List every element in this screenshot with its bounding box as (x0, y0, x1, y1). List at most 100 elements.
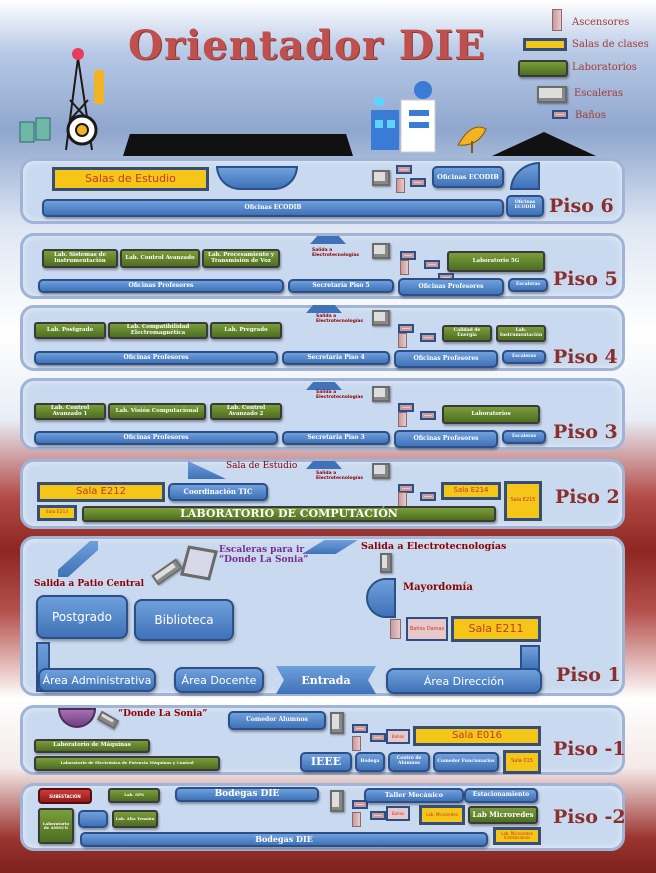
oficinas-profesores[interactable]: Oficinas Profesores (38, 279, 284, 293)
legend-banos: Baños (575, 110, 606, 121)
bodega[interactable]: Bodega (355, 752, 385, 772)
centro-alumnos[interactable]: Centro de Alumnos (388, 752, 430, 772)
bathroom-icon (420, 411, 436, 420)
escaleras-block[interactable]: Escaleras (502, 430, 546, 444)
lab-microredes-small[interactable]: Lab. Microredes (419, 805, 465, 825)
lab-compatibilidad-electromagnetica[interactable]: Lab. Compatibilidad Electromagnética (108, 322, 208, 339)
stairs-icon (380, 553, 392, 573)
sala-e215[interactable]: Sala E215 (504, 481, 542, 521)
oficinas-profesores[interactable]: Oficinas Profesores (34, 431, 278, 445)
oficinas-ecodib[interactable]: Oficinas ECODIB (42, 199, 504, 217)
sala-015[interactable]: Sala 015 (503, 750, 541, 774)
bathroom-icon (424, 260, 440, 269)
coordinacion-tic[interactable]: Coordinación TIC (168, 483, 268, 501)
lab-amsun[interactable]: Laboratorio de AMSUN (38, 808, 74, 844)
subestacion[interactable]: SUBESTACIÓN (38, 788, 92, 804)
bathroom-icon (396, 165, 412, 174)
stairs-icon (330, 712, 344, 734)
comedor-funcionarios[interactable]: Comedor Funcionarios (433, 752, 499, 772)
area-docente[interactable]: Área Docente (174, 667, 264, 693)
floor-label: Piso 2 (555, 486, 620, 508)
salas-estudio[interactable]: Salas de Estudio (52, 167, 209, 191)
oficinas-profesores[interactable]: Oficinas Profesores (34, 351, 278, 365)
laboratorio-5g[interactable]: Laboratorio 5G (447, 251, 545, 272)
lab-microredes[interactable]: Lab Microredes (468, 806, 538, 824)
escaleras-donde-la-sonia: Escaleras para ir “Donde La Sonia” (219, 545, 309, 566)
sala-e212[interactable]: Sala E212 (37, 482, 165, 502)
floor-label: Piso 3 (553, 421, 618, 443)
oficinas-ecodib-small[interactable]: Oficinas ECODIB (506, 195, 544, 217)
postgrado[interactable]: Postgrado (36, 595, 128, 639)
escaleras-block[interactable]: Escaleras (502, 350, 546, 364)
lab-calidad-energia[interactable]: Calidad de Energía (442, 325, 492, 342)
page-title: Orientador DIE (128, 22, 486, 69)
bathroom-icon (352, 800, 368, 809)
bodegas-die-top[interactable]: Bodegas DIE (175, 787, 319, 802)
lab-control-avanzado-1[interactable]: Lab. Control Avanzado 1 (34, 403, 106, 420)
sala-e213[interactable]: Sala E213 (37, 505, 77, 521)
legend-labs: Laboratorios (572, 62, 637, 73)
exit-shape (310, 236, 346, 244)
lab-alta-tension[interactable]: Lab. Alta Tensión (112, 810, 158, 828)
lab-instrumentacion[interactable]: Lab. Instrumentación (496, 325, 546, 342)
laboratorio-computacion[interactable]: LABORATORIO DE COMPUTACIÓN (82, 506, 496, 522)
laboratorio-maquinas[interactable]: Laboratorio de Máquinas (34, 739, 150, 753)
room-block[interactable] (78, 810, 108, 828)
floor-label: Piso -2 (553, 806, 626, 828)
lab-pregrado[interactable]: Lab. Pregrado (210, 322, 282, 339)
stairs-icon (330, 790, 344, 812)
secretaria-piso-3[interactable]: Secretaría Piso 3 (282, 431, 390, 445)
lab-vision-computacional[interactable]: Lab. Visión Computacional (108, 403, 206, 420)
banos[interactable]: Baños (386, 806, 410, 821)
lab-electronica-potencia[interactable]: Laboratorio de Electrónica de Potencia M… (34, 756, 220, 771)
comedor-alumnos[interactable]: Comedor Alumnos (228, 711, 326, 730)
floor-label: Piso -1 (553, 738, 626, 760)
estacionamiento[interactable]: Estacionamiento (464, 788, 538, 803)
banos[interactable]: Baños (386, 729, 410, 744)
bathroom-legend-icon (552, 110, 568, 119)
sala-e214[interactable]: Sala E214 (441, 482, 501, 500)
lab-postgrado[interactable]: Lab. Postgrado (34, 322, 106, 339)
entrada[interactable]: Entrada (276, 666, 376, 694)
lab-sps[interactable]: Lab. SPS (108, 788, 160, 803)
lab-control-avanzado[interactable]: Lab. Control Avanzado (120, 249, 200, 268)
laboratorios[interactable]: Laboratorios (442, 405, 540, 424)
banos-damas[interactable]: Baños Damas (406, 617, 448, 641)
secretaria-piso-4[interactable]: Secretaría Piso 4 (282, 351, 390, 365)
stairs-icon (372, 170, 390, 186)
salida-electrotecnologias: Salida a Electrotecnologías (316, 471, 364, 481)
oficinas-profesores[interactable]: Oficinas Profesores (398, 278, 504, 296)
bodegas-die-bottom[interactable]: Bodegas DIE (80, 832, 488, 847)
secretaria-piso-5[interactable]: Secretaría Piso 5 (288, 279, 394, 293)
salida-electrotecnologias: Salida a Electrotecnologías (316, 314, 364, 324)
lab-control-avanzado-2[interactable]: Lab. Control Avanzado 2 (210, 403, 282, 420)
lab-microredes-instalaciones[interactable]: Lab. Microredes Instalaciones (493, 827, 541, 845)
sala-e016[interactable]: Sala E016 (413, 726, 541, 746)
oficinas-profesores[interactable]: Oficinas Profesores (394, 430, 498, 448)
bathroom-icon (410, 178, 426, 187)
mayordomia-label: Mayordomía (403, 582, 473, 593)
escaleras-block[interactable]: Escaleras (508, 278, 548, 292)
sala-e211[interactable]: Sala E211 (451, 616, 541, 642)
area-administrativa[interactable]: Área Administrativa (38, 668, 156, 692)
exit-shape (306, 382, 342, 390)
lab-procesamiento-voz[interactable]: Lab. Procesamiento y Transmisión de Voz (202, 249, 280, 268)
building-icon (371, 81, 436, 153)
floor-label: Piso 5 (553, 268, 618, 290)
roof-shape (123, 134, 353, 156)
donde-la-sonia: “Donde La Sonia” (118, 709, 208, 719)
biblioteca[interactable]: Biblioteca (134, 599, 234, 641)
mayordomia-room[interactable] (366, 578, 396, 618)
bathroom-icon (352, 724, 368, 733)
roof-shape (492, 132, 596, 156)
oficinas-profesores[interactable]: Oficinas Profesores (394, 350, 498, 368)
bathroom-icon (398, 324, 414, 333)
area-direccion[interactable]: Área Dirección (386, 668, 542, 694)
oficinas-ecodib-top[interactable]: Oficinas ECODIB (432, 166, 504, 188)
stairs-icon (372, 463, 390, 479)
floor-label: Piso 6 (549, 195, 614, 217)
taller-mecanico[interactable]: Taller Mecánico (364, 788, 464, 803)
ieee[interactable]: IEEE (300, 752, 352, 772)
lab-sistemas-instrumentacion[interactable]: Lab. Sistemas de Instrumentación (42, 249, 118, 268)
legend-salas: Salas de clases (572, 39, 649, 50)
